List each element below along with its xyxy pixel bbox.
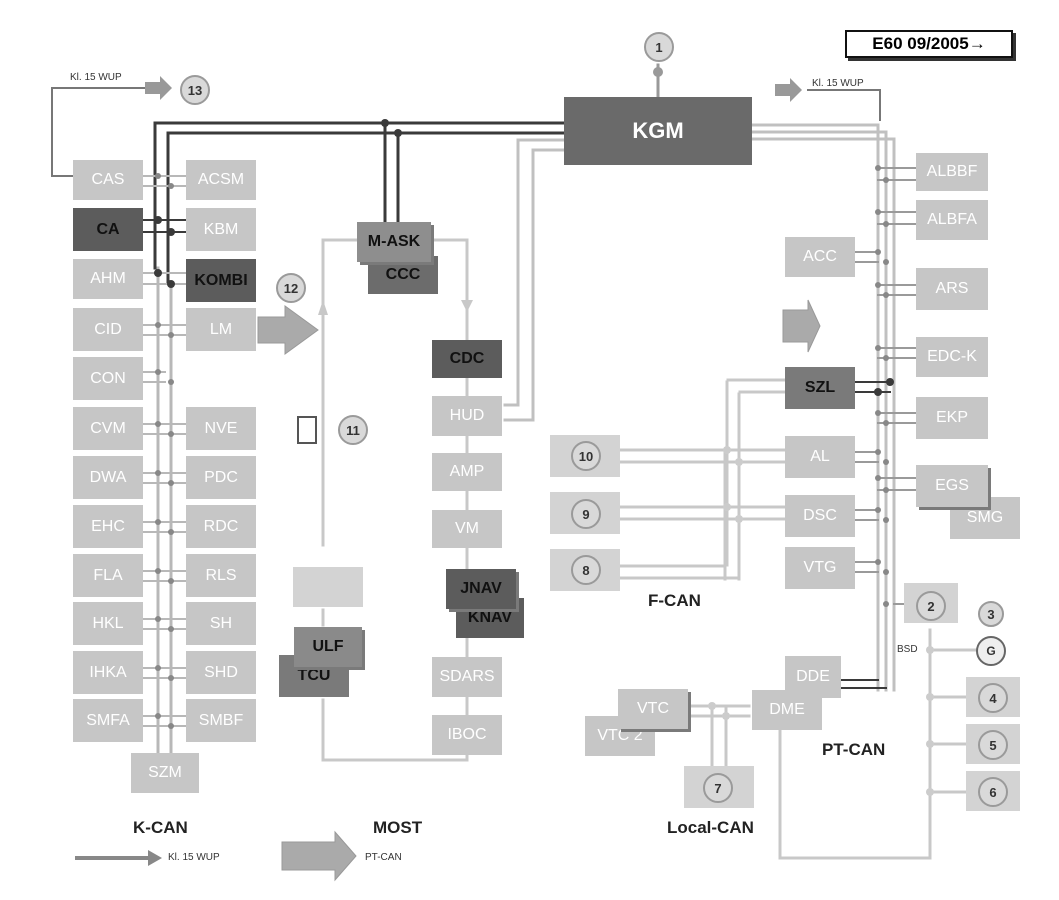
module-ekp: EKP [916,397,988,439]
module-albbf: ALBBF [916,153,988,191]
arrow-icon [75,76,821,882]
module-amp: AMP [432,453,502,491]
kl15-label-left: Kl. 15 WUP [70,72,122,83]
module-egs: EGS [916,465,988,507]
module-iboc: IBOC [432,715,502,755]
callout-8: 8 [571,555,601,585]
module-cdc: CDC [432,340,502,378]
callout-4: 4 [978,683,1008,713]
kl15-label-right: Kl. 15 WUP [812,78,864,89]
module-ccc: CCC [368,256,438,294]
callout-7: 7 [703,773,733,803]
module-cas: CAS [73,160,143,200]
module-kgm: KGM [564,97,752,165]
module-vtc: VTC [618,689,688,729]
callout-3: 3 [978,601,1004,627]
module-jnav: JNAV [446,569,516,609]
module-m-ask: M-ASK [357,222,431,262]
bus-label-most: MOST [373,818,423,837]
module-albfa: ALBFA [916,200,988,240]
module-kombi: KOMBI [186,259,256,302]
module-szm: SZM [131,753,199,793]
module-ulf: ULF [294,627,362,667]
module-vtg: VTG [785,547,855,589]
bus-label-kcan: K-CAN [133,818,188,837]
module-edc-k: EDC-K [916,337,988,377]
module-ehc: EHC [73,505,143,548]
module-cvm: CVM [73,407,143,450]
module-ihka: IHKA [73,651,143,694]
module-hkl: HKL [73,602,143,645]
callout-6: 6 [978,777,1008,807]
module-kbm: KBM [186,208,256,251]
bus-label-fcan: F-CAN [648,591,701,610]
callout-5: 5 [978,730,1008,760]
module-acsm: ACSM [186,160,256,200]
module-acc: ACC [785,237,855,277]
module-rdc: RDC [186,505,256,548]
model-badge: E60 09/2005→ [845,30,1013,58]
callout-1: 1 [644,32,674,62]
callout-2: 2 [916,591,946,621]
module-sdars: SDARS [432,657,502,697]
module-sh: SH [186,602,256,645]
callout-12: 12 [276,273,306,303]
module-pdc: PDC [186,456,256,499]
bus-label-ptcan: PT-CAN [822,740,886,759]
module-vm: VM [432,510,502,548]
module-dsc: DSC [785,495,855,537]
module-ars: ARS [916,268,988,310]
module-dwa: DWA [73,456,143,499]
module-ca: CA [73,208,143,251]
callout-9: 9 [571,499,601,529]
module-ahm: AHM [73,259,143,299]
module-hud: HUD [432,396,502,436]
connector-icon [297,416,317,444]
generator-icon: G [976,636,1006,666]
module-al: AL [785,436,855,478]
bsd-label: BSD [897,644,918,655]
module-fla: FLA [73,554,143,597]
module-vtc-2: VTC 2 [585,716,655,756]
module-blank [293,567,363,607]
module-shd: SHD [186,651,256,694]
module-dme: DME [752,690,822,730]
legend-ptcan-label: PT-CAN [365,852,402,863]
module-rls: RLS [186,554,256,597]
legend-kl15-label: Kl. 15 WUP [168,852,220,863]
module-lm: LM [186,308,256,351]
module-con: CON [73,357,143,400]
module-smfa: SMFA [73,699,143,742]
module-nve: NVE [186,407,256,450]
module-smbf: SMBF [186,699,256,742]
bus-label-localcan: Local-CAN [667,818,754,837]
callout-11: 11 [338,415,368,445]
callout-10: 10 [571,441,601,471]
module-szl: SZL [785,367,855,409]
callout-13: 13 [180,75,210,105]
module-cid: CID [73,308,143,351]
